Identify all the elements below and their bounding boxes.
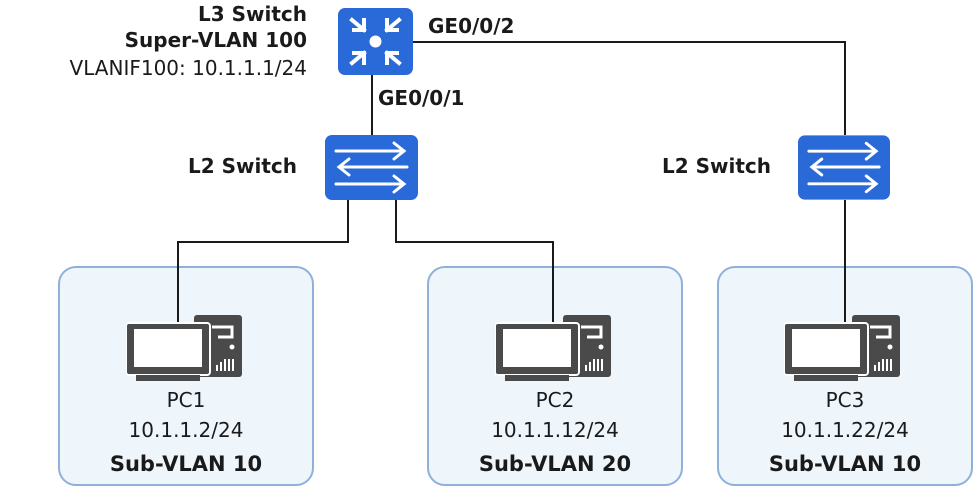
port-ge0-0-1: GE0/0/1 bbox=[378, 86, 465, 110]
link-l2-left-to-pc1 bbox=[177, 200, 349, 322]
port-ge0-0-2: GE0/0/2 bbox=[428, 14, 515, 38]
pc2[interactable] bbox=[494, 315, 613, 383]
pc3-vlan: Sub-VLAN 10 bbox=[768, 452, 922, 476]
pc-icon bbox=[125, 315, 242, 381]
link-l2-left-to-pc2 bbox=[395, 200, 554, 322]
pc-icon bbox=[494, 315, 611, 381]
pc3-name: PC3 bbox=[825, 388, 865, 412]
pc3-ip: 10.1.1.22/24 bbox=[781, 418, 909, 442]
l2-switch-left[interactable] bbox=[325, 135, 418, 200]
vlanif-label: VLANIF100: 10.1.1.1/24 bbox=[69, 56, 307, 80]
l3-switch-title: L3 Switch bbox=[197, 2, 307, 26]
link-l3-ge002-to-l2-right bbox=[413, 41, 846, 135]
pc1-name: PC1 bbox=[166, 388, 206, 412]
pc-icon bbox=[783, 315, 900, 381]
pc2-ip: 10.1.1.12/24 bbox=[491, 418, 619, 442]
pc1-vlan: Sub-VLAN 10 bbox=[109, 452, 263, 476]
super-vlan-label: Super-VLAN 100 bbox=[124, 28, 307, 52]
pc1[interactable] bbox=[125, 315, 244, 383]
router-switch-icon bbox=[338, 8, 413, 75]
l2-switch-icon bbox=[325, 135, 418, 200]
pc1-ip: 10.1.1.2/24 bbox=[128, 418, 244, 442]
l2-switch-right-label: L2 Switch bbox=[662, 154, 772, 178]
pc3[interactable] bbox=[783, 315, 902, 383]
l3-switch[interactable] bbox=[338, 8, 413, 75]
l2-switch-right[interactable] bbox=[798, 135, 890, 200]
pc2-name: PC2 bbox=[535, 388, 575, 412]
pc2-vlan: Sub-VLAN 20 bbox=[478, 452, 632, 476]
l2-switch-icon bbox=[798, 135, 890, 200]
l2-switch-left-label: L2 Switch bbox=[188, 154, 298, 178]
